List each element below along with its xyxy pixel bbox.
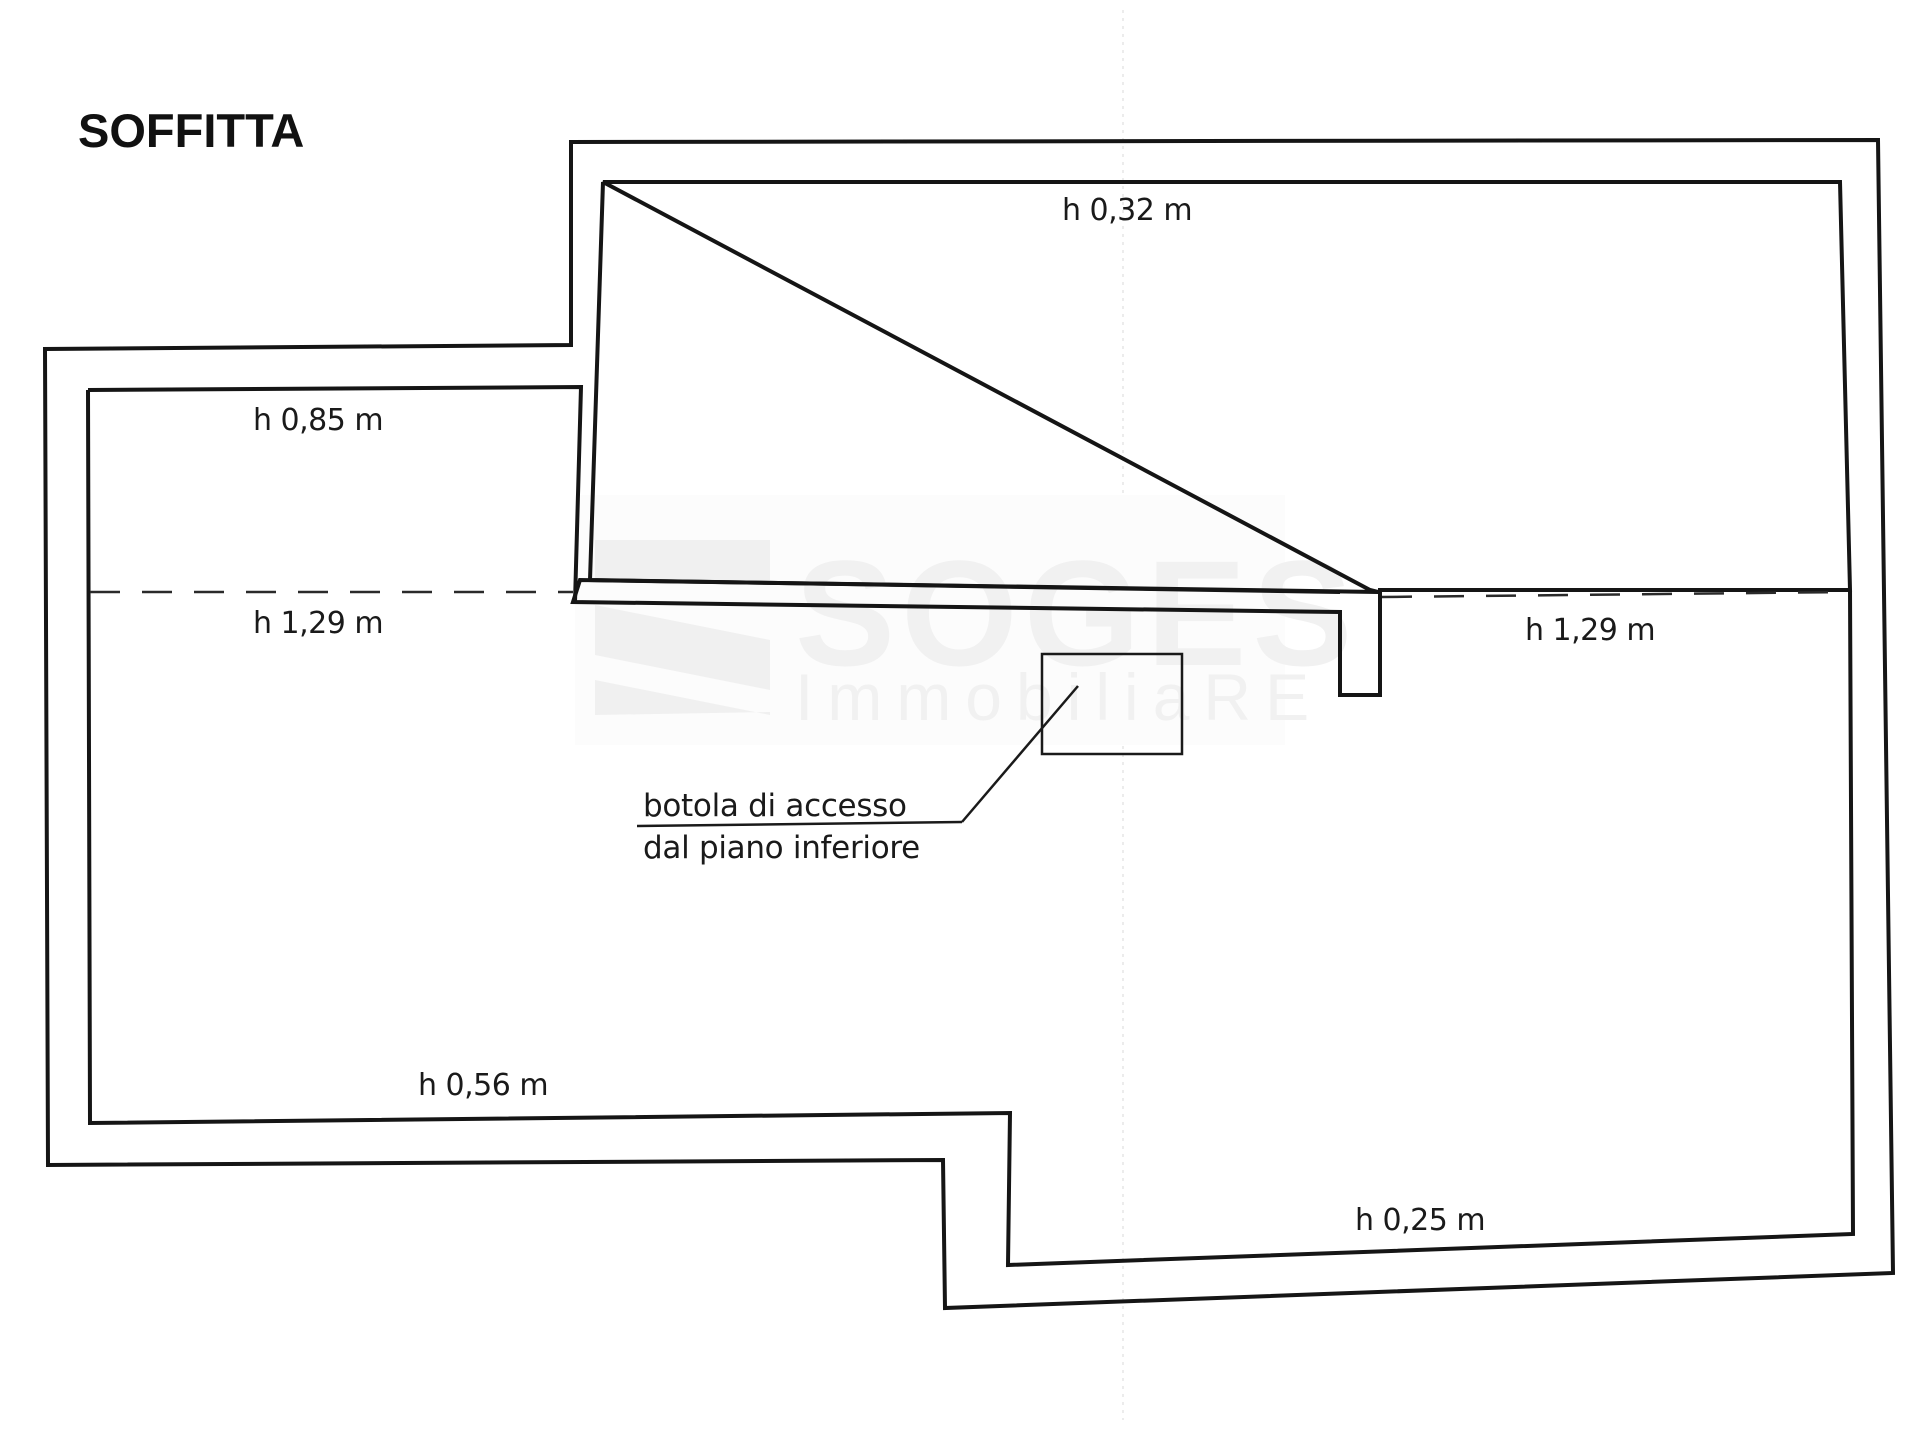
hatch-note-underline [636, 820, 963, 828]
page-title: SOFFITTA [78, 104, 304, 157]
top-room-wall [570, 180, 1853, 697]
watermark-name: SOGES [795, 529, 1359, 697]
ridge-line-right [1381, 590, 1851, 599]
watermark-shape-icon [595, 540, 770, 715]
watermark-subtitle: ImmobiliaRE [795, 660, 1323, 734]
height-label-right-ridge: h 1,29 m [1525, 613, 1655, 648]
main-room-wall [86, 389, 1856, 1268]
access-hatch [1040, 652, 1184, 756]
hatch-note-line1: botola di accesso [643, 788, 907, 824]
height-label-left-ridge: h 1,29 m [253, 606, 383, 641]
height-label-top-room: h 0,32 m [1062, 193, 1192, 228]
outer-wall [42, 137, 1896, 1311]
height-label-left-small-room: h 0,85 m [253, 403, 383, 438]
height-label-bottom-left: h 0,56 m [418, 1068, 548, 1103]
height-label-bottom-right: h 0,25 m [1355, 1203, 1485, 1238]
hatch-note-line2: dal piano inferiore [643, 830, 920, 866]
hatch-leader-line [961, 685, 1079, 823]
left-room-wall [87, 384, 584, 603]
top-room-inner-wall [587, 181, 1341, 594]
watermark-logo: SOGES ImmobiliaRE [575, 495, 1359, 745]
